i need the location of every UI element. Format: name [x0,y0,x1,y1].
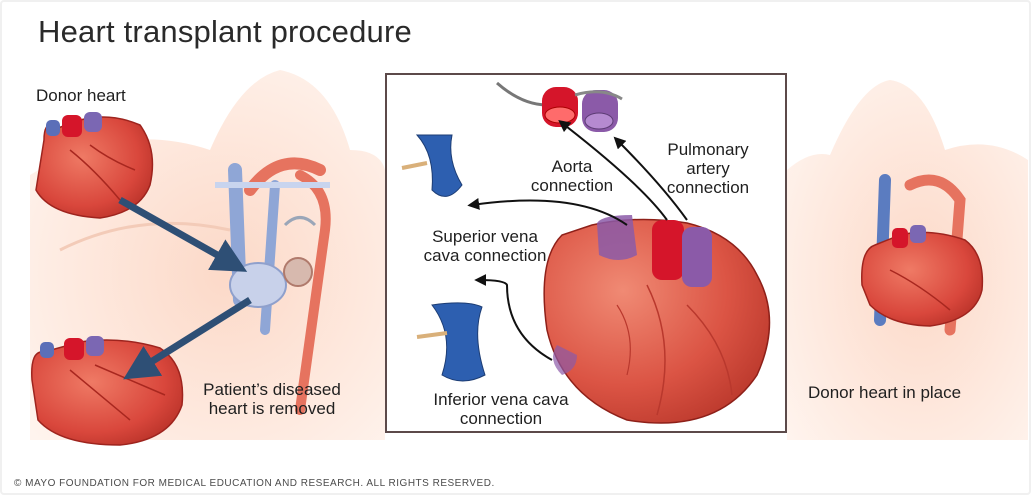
patient-heart-label-line2: heart is removed [182,399,362,418]
patient-heart-label-line1: Patient’s diseased [182,380,362,399]
superior-vena-cava-label: Superior vena cava connection [404,227,566,265]
ivc-label-line1: Inferior vena cava [406,390,596,409]
copyright-notice: © MAYO FOUNDATION FOR MEDICAL EDUCATION … [14,478,495,489]
inferior-vena-cava-illustration [417,303,485,381]
pulmonary-label-line2: artery [646,159,770,178]
svc-label-line1: Superior vena [404,227,566,246]
pulmonary-artery-label: Pulmonary artery connection [646,140,770,197]
aorta-connection-label: Aorta connection [514,157,630,195]
inferior-vena-cava-label: Inferior vena cava connection [406,390,596,428]
ivc-label-line2: connection [406,409,596,428]
aorta-label-line1: Aorta [514,157,630,176]
donor-heart-in-place-label: Donor heart in place [808,383,961,402]
donor-heart-illustration [36,112,152,218]
svc-label-line2: cava connection [404,246,566,265]
pulmonary-label-line1: Pulmonary [646,140,770,159]
figure-title: Heart transplant procedure [38,14,412,50]
aorta-connection-illustration [497,83,622,132]
pulmonary-label-line3: connection [646,178,770,197]
superior-vena-cava-illustration [402,135,462,196]
aorta-label-line2: connection [514,176,630,195]
donor-heart-label: Donor heart [36,86,126,105]
patient-heart-label: Patient’s diseased heart is removed [182,380,362,418]
